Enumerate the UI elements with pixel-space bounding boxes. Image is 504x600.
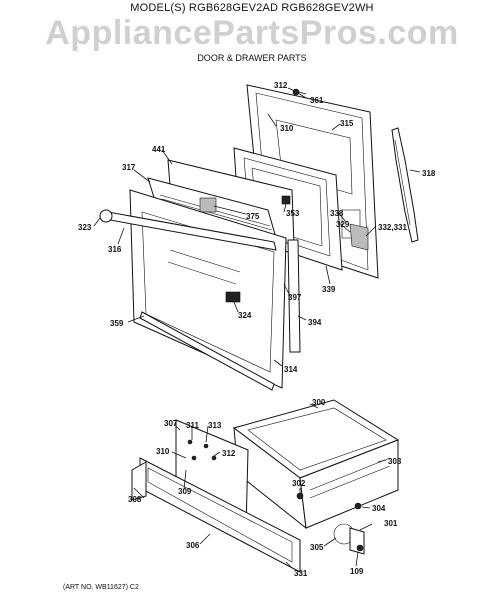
label-331: 331 [294,569,308,578]
label-312-b: 312 [222,449,236,458]
drawer-body [232,399,400,530]
label-375: 375 [246,212,260,221]
art-number: (ART NO. WB11627) C2 [63,584,139,591]
label-313: 313 [208,421,222,430]
watermark: AppliancePartsPros.com [45,14,459,52]
screw-304 [354,502,362,510]
label-307: 307 [164,419,178,428]
label-308: 308 [128,495,142,504]
part-labels: 312 361 310 315 441 318 317 375 353 338 … [78,81,436,578]
label-316: 316 [108,245,122,254]
label-310-a: 310 [280,124,294,133]
label-309: 309 [178,487,192,496]
label-339: 339 [322,285,336,294]
label-361: 361 [310,96,324,105]
label-306: 306 [186,541,200,550]
leader-lines [93,87,421,569]
label-317: 317 [122,163,136,172]
door-vent-frame [147,159,295,246]
label-300: 300 [312,398,326,407]
drawer-front-panel [131,457,301,573]
label-314: 314 [284,365,298,374]
door-side-trim [287,239,301,353]
label-324: 324 [238,311,252,320]
label-359: 359 [110,319,124,328]
label-303: 303 [388,457,402,466]
bracket-part [349,223,369,251]
label-338: 338 [330,209,344,218]
screw-313 [203,443,209,449]
clip-353 [281,195,291,205]
label-318: 318 [422,169,436,178]
model-title: MODEL(S) RGB628GEV2AD RGB628GEV2WH [130,2,374,14]
label-332-331: 332,331 [378,223,407,232]
label-310-b: 310 [156,447,170,456]
label-397: 397 [288,293,302,302]
roller-302 [296,492,304,500]
screw-312b [211,455,217,461]
side-bracket [391,127,419,243]
label-305: 305 [310,543,324,552]
label-109: 109 [350,567,364,576]
door-handle [99,209,277,251]
label-441: 441 [152,145,166,154]
label-323: 323 [78,223,92,232]
label-353: 353 [286,209,300,218]
wheel-bracket [333,523,365,555]
label-329: 329 [336,220,350,229]
label-304: 304 [372,504,386,513]
label-312-a: 312 [274,81,288,90]
label-302: 302 [292,479,306,488]
diagram-subtitle: DOOR & DRAWER PARTS [197,53,307,63]
label-311: 311 [186,421,199,430]
label-394: 394 [308,318,322,327]
label-315: 315 [340,119,354,128]
label-301: 301 [384,519,398,528]
door-bottom-trim [139,311,275,391]
